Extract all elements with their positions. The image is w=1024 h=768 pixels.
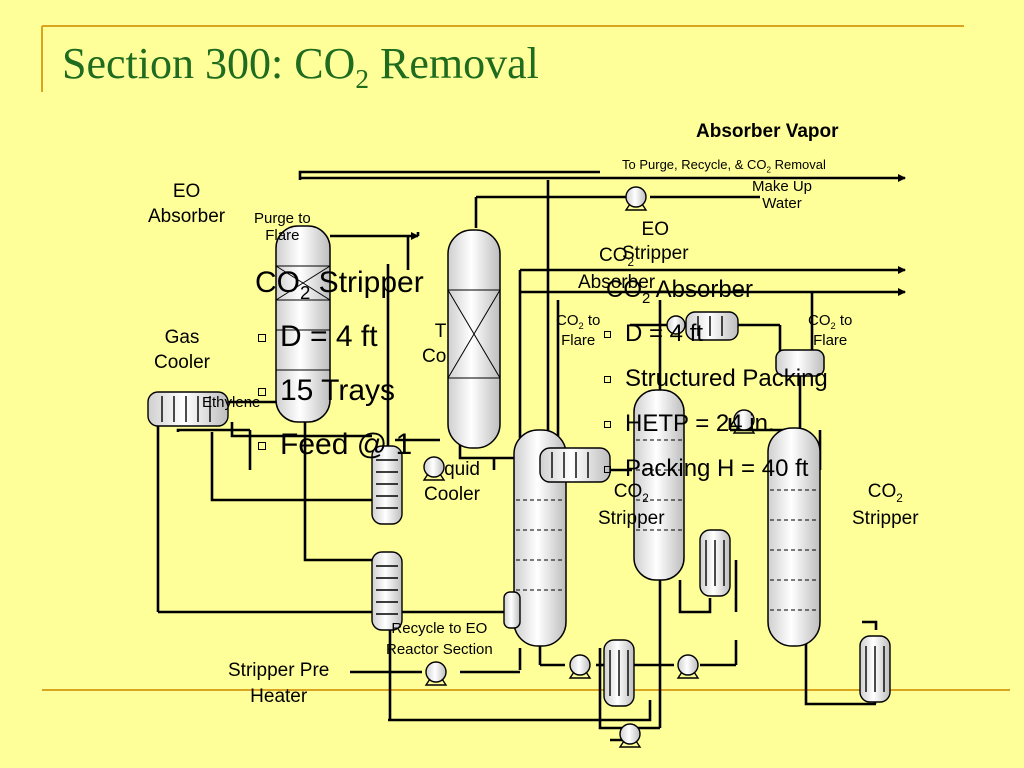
right-spec-item: D = 4 ft (604, 320, 703, 348)
left-spec-item: Feed @ 1 (258, 428, 412, 462)
pump-makeup-water (624, 186, 648, 211)
bullet-icon (604, 421, 611, 429)
eo-stripper-column (447, 229, 501, 449)
gas-cooler-exchanger (147, 391, 229, 427)
pump-liquid-cooler (422, 456, 446, 481)
flash-drum (775, 349, 825, 377)
small-drum (503, 591, 521, 629)
co2-absorber-column (633, 389, 685, 581)
co2-stripper-column-mid (513, 429, 567, 647)
ethylene-label: Ethylene (202, 394, 261, 411)
pump-pre-heater (424, 661, 448, 686)
pump-absorber (732, 409, 756, 434)
pump-stripper-bottom (676, 654, 700, 679)
pump-top-right (666, 315, 686, 335)
right-spec-item: Structured Packing (604, 365, 828, 393)
top-right-exchanger (685, 311, 739, 341)
left-spec-item: D = 4 ft (258, 320, 378, 354)
bullet-icon (604, 466, 611, 474)
bullet-icon (604, 331, 611, 339)
mid-cooler-exchanger (539, 447, 611, 483)
bullet-icon (258, 442, 266, 451)
reboiler-exchanger-a (699, 529, 731, 597)
left-spec-heading: CO2 Stripper (255, 266, 424, 303)
absorber-vapor-label: Absorber Vapor (696, 121, 839, 142)
left-spec-item: 15 Trays (258, 374, 395, 408)
slide-title: Section 300: CO2 Removal (62, 39, 539, 94)
slide-frame (41, 25, 1010, 691)
right-spec-item: Packing H = 40 ft (604, 455, 808, 483)
reboiler-exchanger-b (603, 639, 635, 707)
co2-stripper-column-right (767, 427, 821, 647)
bullet-icon (604, 376, 611, 384)
stripper-pre-heater-exchanger (371, 551, 403, 631)
reboiler-exchanger-c (859, 635, 891, 703)
right-spec-item: HETP = 24 in. (604, 410, 775, 438)
pump-recycle (568, 654, 592, 679)
bullet-icon (258, 388, 266, 397)
to-purge-label: To Purge, Recycle, & CO2 Removal (622, 157, 826, 175)
piping (156, 170, 906, 742)
bullet-icon (258, 334, 266, 343)
eo-absorber-column (275, 225, 331, 423)
right-spec-heading: CO2 Absorber (606, 276, 754, 307)
pump-bottom (618, 723, 642, 748)
liquid-cooler-exchanger (371, 445, 403, 525)
